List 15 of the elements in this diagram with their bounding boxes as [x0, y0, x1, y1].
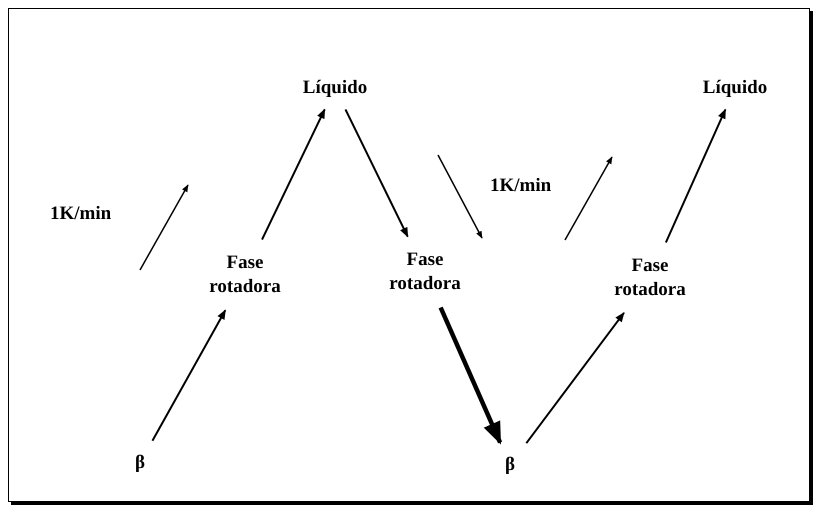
- arrow: [344, 108, 409, 238]
- phase-label: Líquido: [675, 72, 795, 104]
- rate-label: 1K/min: [490, 174, 552, 198]
- arrow: [261, 108, 326, 240]
- phase-label: Fase rotadora: [370, 242, 480, 302]
- rate-label: 1K/min: [50, 202, 112, 226]
- arrow: [152, 309, 226, 442]
- phase-label: Fase rotadora: [595, 248, 705, 308]
- phase-label: β: [125, 446, 155, 480]
- phase-label: Fase rotadora: [190, 245, 300, 305]
- arrow: [664, 108, 726, 243]
- phase-label: Líquido: [275, 72, 395, 104]
- arrow: [526, 312, 625, 444]
- phase-label: β: [495, 448, 525, 482]
- arrow: [438, 306, 502, 445]
